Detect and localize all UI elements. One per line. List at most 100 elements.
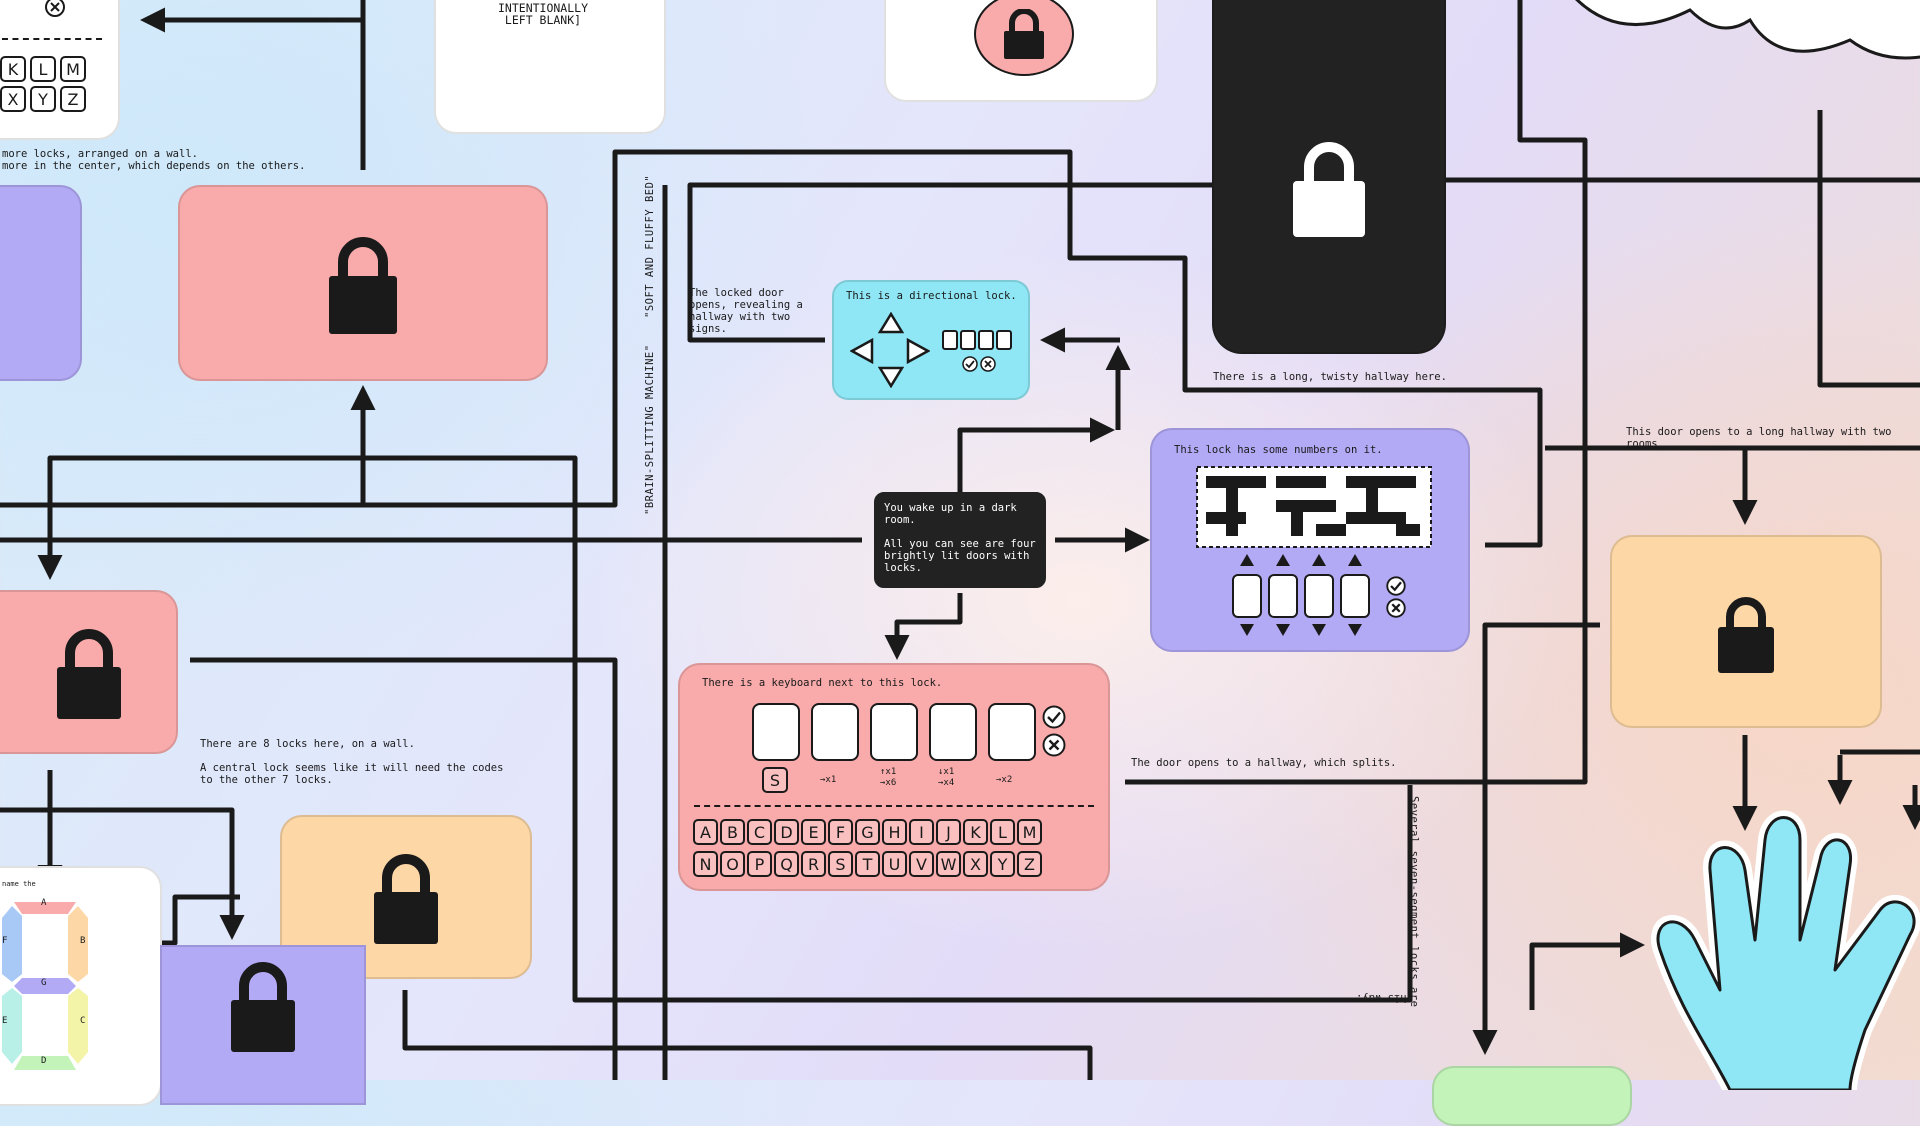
arrow-up-icon[interactable]: [1312, 554, 1326, 566]
lock-icon: [231, 962, 295, 1052]
key-w[interactable]: W: [936, 851, 961, 877]
key-h[interactable]: H: [882, 819, 907, 845]
key-r[interactable]: R: [801, 851, 826, 877]
dark-lock-card[interactable]: [1212, 0, 1446, 354]
key-f[interactable]: F: [828, 819, 853, 845]
letter-slot[interactable]: [929, 703, 977, 761]
cross-icon[interactable]: [1386, 598, 1406, 618]
key-p[interactable]: P: [747, 851, 772, 877]
key-x[interactable]: X: [963, 851, 988, 877]
key-u[interactable]: U: [882, 851, 907, 877]
green-lock-card[interactable]: [1432, 1066, 1632, 1126]
segment-a: A: [41, 898, 47, 908]
code-slot[interactable]: [978, 330, 994, 350]
pink-lock-card[interactable]: [178, 185, 548, 381]
hand-icon[interactable]: [1640, 800, 1920, 1090]
code-slot[interactable]: [942, 330, 958, 350]
left-pink-lock-card[interactable]: [0, 590, 178, 754]
move-hint: →x1: [820, 775, 837, 785]
note-twisty-hallway: There is a long, twisty hallway here.: [1213, 371, 1447, 383]
key-o[interactable]: O: [720, 851, 745, 877]
number-slot[interactable]: [1268, 574, 1298, 618]
key-x[interactable]: X: [0, 86, 26, 112]
key-q[interactable]: Q: [774, 851, 799, 877]
cross-icon[interactable]: [1042, 733, 1066, 757]
cross-icon[interactable]: [44, 0, 66, 18]
number-slot[interactable]: [1304, 574, 1334, 618]
number-slot[interactable]: [1232, 574, 1262, 618]
lock-circle[interactable]: [974, 0, 1074, 76]
numbers-lock-label: This lock has some numbers on it.: [1174, 444, 1383, 456]
note-seven-segment: Several seven-segment locks are: [1408, 796, 1420, 1008]
arrow-up-icon[interactable]: [1240, 554, 1254, 566]
number-slot[interactable]: [1340, 574, 1370, 618]
code-slot[interactable]: [996, 330, 1012, 350]
key-j[interactable]: J: [936, 819, 961, 845]
arrow-up-icon[interactable]: [1276, 554, 1290, 566]
arrow-up-icon[interactable]: [1348, 554, 1362, 566]
key-l[interactable]: L: [30, 56, 56, 82]
key-b[interactable]: B: [720, 819, 745, 845]
key-z[interactable]: Z: [60, 86, 86, 112]
dashed-divider: [694, 805, 1094, 807]
segment-e: E: [2, 1016, 8, 1026]
keyboard-lock-label: There is a keyboard next to this lock.: [702, 677, 943, 689]
lock-icon: [1293, 142, 1365, 237]
code-slot[interactable]: [960, 330, 976, 350]
check-icon[interactable]: [1386, 576, 1406, 596]
key-k[interactable]: K: [0, 56, 26, 82]
connector-lines: [0, 0, 1920, 1080]
arrow-down-icon[interactable]: [1240, 624, 1254, 636]
arrow-down-icon[interactable]: [878, 366, 904, 388]
hint-key[interactable]: S: [762, 767, 788, 793]
seven-segment-display: [2, 902, 88, 1070]
key-g[interactable]: G: [855, 819, 880, 845]
left-purple-lock-card[interactable]: [0, 185, 82, 381]
key-y[interactable]: Y: [30, 86, 56, 112]
check-icon[interactable]: [1042, 705, 1066, 729]
keyboard-lock-card[interactable]: There is a keyboard next to this lock. S…: [678, 663, 1110, 891]
key-z[interactable]: Z: [1017, 851, 1042, 877]
move-hint: ↑x1 →x6: [880, 767, 897, 788]
note-this-way: this way.: [1356, 992, 1413, 1004]
key-n[interactable]: N: [693, 851, 718, 877]
arrow-up-icon[interactable]: [878, 312, 904, 334]
key-m[interactable]: M: [1017, 819, 1042, 845]
cross-icon[interactable]: [980, 356, 996, 372]
key-l[interactable]: L: [990, 819, 1015, 845]
key-m[interactable]: M: [60, 56, 86, 82]
letter-slot[interactable]: [988, 703, 1036, 761]
pixel-number-grid: [1196, 466, 1432, 548]
key-t[interactable]: T: [855, 851, 880, 877]
check-icon[interactable]: [962, 356, 978, 372]
key-i[interactable]: I: [909, 819, 934, 845]
arrow-down-icon[interactable]: [1312, 624, 1326, 636]
key-d[interactable]: D: [774, 819, 799, 845]
key-e[interactable]: E: [801, 819, 826, 845]
note-top-left-locks: more locks, arranged on a wall. more in …: [2, 148, 306, 172]
arrow-down-icon[interactable]: [1348, 624, 1362, 636]
letter-slot[interactable]: [811, 703, 859, 761]
letter-slot[interactable]: [870, 703, 918, 761]
letter-slot[interactable]: [752, 703, 800, 761]
arrow-down-icon[interactable]: [1276, 624, 1290, 636]
seven-segment-card[interactable]: name the A B C D E F G: [0, 866, 162, 1106]
orange-lock-card-right[interactable]: [1610, 535, 1882, 728]
key-s[interactable]: S: [828, 851, 853, 877]
lock-icon: [1718, 596, 1774, 673]
start-room-text: You wake up in a dark room. All you can …: [884, 502, 1036, 574]
arrow-left-icon[interactable]: [850, 338, 874, 364]
key-v[interactable]: V: [909, 851, 934, 877]
numbers-lock-card[interactable]: This lock has some numbers on it.: [1150, 428, 1470, 652]
key-a[interactable]: A: [693, 819, 718, 845]
key-y[interactable]: Y: [990, 851, 1015, 877]
purple-lock-card-bottom[interactable]: [160, 945, 366, 1105]
arrow-right-icon[interactable]: [906, 338, 930, 364]
directional-lock-card[interactable]: This is a directional lock.: [832, 280, 1030, 400]
move-hint: ↓x1 →x4: [938, 767, 955, 788]
key-c[interactable]: C: [747, 819, 772, 845]
key-k[interactable]: K: [963, 819, 988, 845]
